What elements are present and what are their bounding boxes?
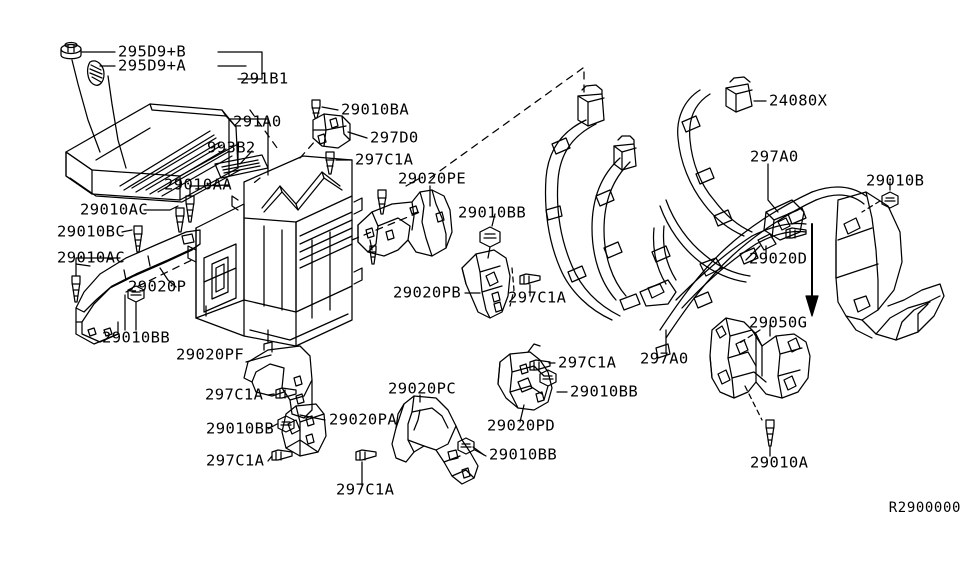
bolt-29010AA xyxy=(185,184,195,223)
part-label-993B2: 993B2 xyxy=(207,138,256,157)
part-label-29010AC-2: 29010AC xyxy=(57,248,126,267)
bolt-297C1A-pb xyxy=(519,273,541,285)
leader-lines-right-panel xyxy=(861,181,891,213)
part-label-29020PA: 29020PA xyxy=(329,410,398,429)
leader-lines-pc xyxy=(361,394,485,486)
part-label-29010B: 29010B xyxy=(866,171,925,190)
bolt-29020D xyxy=(785,227,807,239)
part-label-29020PF: 29020PF xyxy=(176,345,245,364)
bolt-29010BA xyxy=(311,99,321,119)
part-label-295D9A: 295D9+A xyxy=(118,56,187,75)
bolt-297C1A-pc xyxy=(355,449,377,461)
part-label-29010BA: 29010BA xyxy=(341,100,410,119)
part-label-24080X: 24080X xyxy=(769,91,828,110)
connector-297D0 xyxy=(312,113,351,149)
bracket-29050G xyxy=(709,317,811,399)
part-label-29050G: 29050G xyxy=(749,313,808,332)
caution-label-993B2 xyxy=(214,118,269,179)
part-label-297A0-top: 297A0 xyxy=(750,147,799,166)
part-label-29010BB-left: 29010BB xyxy=(102,328,171,347)
part-label-29010BB-pc: 29010BB xyxy=(489,445,558,464)
cable-297A0-right xyxy=(655,186,867,359)
nut-29010BB-pd xyxy=(539,369,557,401)
part-label-29010BB-pa: 29010BB xyxy=(206,419,275,438)
part-label-29020PE: 29020PE xyxy=(398,169,467,188)
nut-29010B xyxy=(881,191,899,209)
assembly-arrow xyxy=(805,223,819,317)
bracket-29020PC xyxy=(391,395,479,485)
part-label-297A0-bottom: 297A0 xyxy=(640,349,689,368)
part-label-297C1A-pc: 297C1A xyxy=(336,480,395,499)
right-panel xyxy=(835,191,945,341)
part-label-297C1A-pb: 297C1A xyxy=(508,288,567,307)
bracket-29020PB xyxy=(461,249,511,319)
part-label-29010BB-pb: 29010BB xyxy=(458,203,527,222)
part-label-297C1A-pd: 297C1A xyxy=(558,353,617,372)
bolt-29010AC-upper xyxy=(175,207,185,233)
assembly-dashed-lines xyxy=(125,67,585,293)
bracket-29020PA xyxy=(281,403,327,457)
part-label-29020P: 29020P xyxy=(128,277,187,296)
part-label-29020PD: 29020PD xyxy=(487,416,556,435)
part-label-297C1A-pf: 297C1A xyxy=(205,385,264,404)
leader-lines-pb xyxy=(464,213,531,297)
leader-lines-misc xyxy=(665,100,779,353)
bracket-29020P xyxy=(75,229,201,345)
part-label-29010AA: 29010AA xyxy=(164,175,233,194)
part-label-29010AC-1: 29010AC xyxy=(80,200,149,219)
part-label-291A0: 291A0 xyxy=(233,112,282,131)
bolt-297C1A-pd xyxy=(529,359,551,371)
grommet-295D9A xyxy=(86,60,105,86)
leader-lines-d0 xyxy=(321,106,368,161)
clip-295D9B xyxy=(60,41,82,60)
leader-lines-left xyxy=(75,184,229,331)
nut-29010BB-pa xyxy=(277,415,295,433)
nut-29010BB-left xyxy=(127,285,145,331)
part-label-29020PC: 29020PC xyxy=(388,379,457,398)
bolt-29010AC-lower xyxy=(71,275,81,303)
leader-lines-pe xyxy=(405,177,431,207)
part-label-295D9B: 295D9+B xyxy=(118,42,187,61)
bolt-pe-lower xyxy=(369,245,377,265)
bolt-297C1A-pa xyxy=(271,449,293,461)
leader-lines-29050G xyxy=(737,324,771,421)
dashed-pb xyxy=(509,267,515,307)
part-label-29020D: 29020D xyxy=(749,249,808,268)
bolt-297C1A-pf xyxy=(275,387,297,399)
part-label-297D0: 297D0 xyxy=(370,128,419,147)
bracket-29020PF xyxy=(243,329,313,419)
high-voltage-harness-center xyxy=(544,76,753,321)
part-label-29010A: 29010A xyxy=(750,453,809,472)
part-label-29010BC: 29010BC xyxy=(57,222,126,241)
leader-lines-pa xyxy=(245,354,326,462)
part-label-29020PB: 29020PB xyxy=(393,283,462,302)
part-label-291B1: 291B1 xyxy=(240,69,289,88)
bolt-29010A xyxy=(765,419,775,457)
bolt-297C1A-d0 xyxy=(325,151,335,175)
bracket-29020PE xyxy=(357,189,453,257)
nut-29010BB-pb xyxy=(479,226,501,259)
bolt-297C1A-pe xyxy=(377,189,387,215)
diagram-reference-number: R2900000 xyxy=(888,500,961,516)
leader-lines-pd xyxy=(474,362,568,457)
bolt-29010BC xyxy=(133,225,143,253)
nut-29010BB-pc xyxy=(457,437,475,455)
part-label-297C1A-d0: 297C1A xyxy=(355,150,414,169)
part-label-29010BB-pd: 29010BB xyxy=(570,382,639,401)
part-label-297C1A-pa: 297C1A xyxy=(206,451,265,470)
